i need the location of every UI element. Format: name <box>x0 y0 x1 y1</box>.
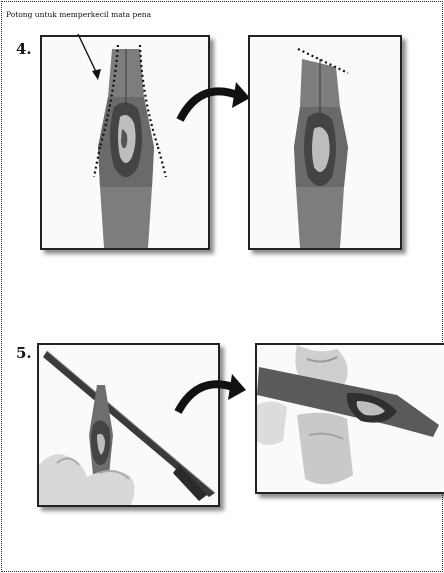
photo-holding-cut-nib <box>255 343 444 494</box>
